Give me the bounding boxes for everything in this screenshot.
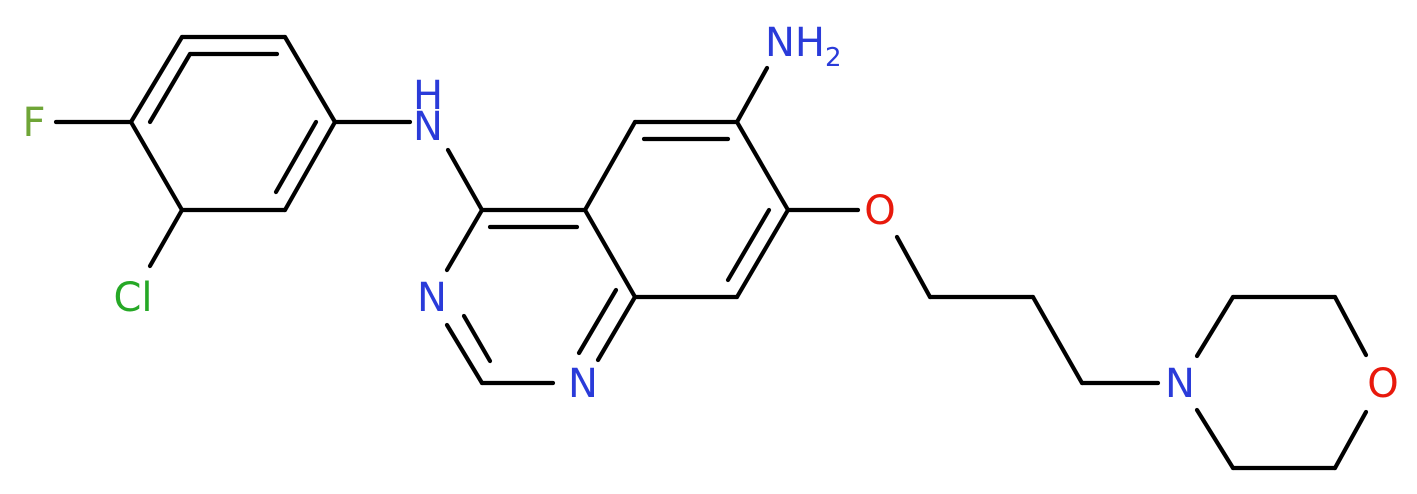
bond <box>128 34 185 125</box>
bond <box>595 294 638 363</box>
morpholine-n-label: N <box>1165 361 1195 407</box>
atom-labels: F Cl H N NH2 O N N N O <box>22 20 1398 407</box>
bond <box>894 234 933 300</box>
bond <box>444 322 485 386</box>
bond <box>147 51 193 125</box>
bond <box>147 207 185 269</box>
amine-nh-text: NH <box>765 20 825 66</box>
bond <box>1332 294 1369 358</box>
bond <box>282 34 338 125</box>
ether-oxygen-label: O <box>864 188 895 234</box>
bond <box>582 119 638 213</box>
bond <box>582 207 638 300</box>
morpholine-o-label: O <box>1367 361 1398 407</box>
bond <box>445 147 485 213</box>
bond <box>1194 407 1236 471</box>
fluorine-label: F <box>22 100 45 146</box>
bond <box>734 207 791 300</box>
amine-subscript: 2 <box>825 43 842 73</box>
amine-nh2-label: NH2 <box>765 20 842 73</box>
bond <box>576 287 619 356</box>
quinazoline-n1-label: N <box>568 361 598 407</box>
bond <box>128 119 185 213</box>
bonds <box>53 34 1369 471</box>
bond <box>461 313 493 364</box>
bond <box>273 119 319 195</box>
chlorine-label: Cl <box>113 275 152 321</box>
anilino-nh-n-label: N <box>413 104 443 150</box>
anilino-nh-h-label: H <box>413 73 443 119</box>
bond <box>444 207 485 273</box>
bond <box>1332 409 1369 471</box>
bond <box>1030 294 1085 386</box>
bond <box>734 65 770 125</box>
bond <box>1194 294 1236 359</box>
bond <box>734 119 791 213</box>
bond <box>725 207 772 283</box>
bond <box>282 119 338 213</box>
quinazoline-n3-label: N <box>417 275 447 321</box>
